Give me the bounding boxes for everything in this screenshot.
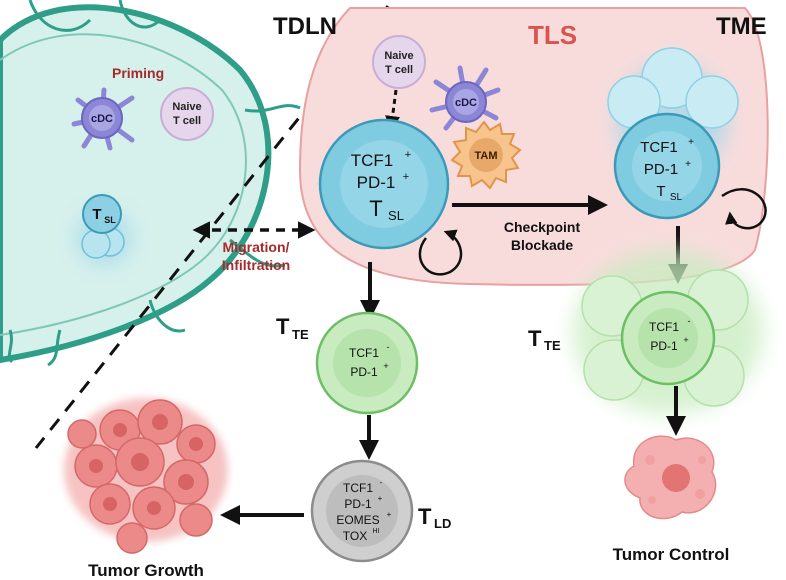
cdc-node-label: cDC bbox=[91, 113, 113, 125]
self-renewal-loop-tme bbox=[721, 188, 767, 230]
tte-center-label: T bbox=[276, 314, 290, 339]
svg-text:-: - bbox=[380, 478, 383, 487]
tsl-cluster-tme: TCF1 + PD-1 + T SL bbox=[607, 47, 739, 220]
checkpoint-label-1: Checkpoint bbox=[504, 219, 581, 235]
tte-tme-label: T bbox=[528, 326, 542, 351]
tme-label: TME bbox=[716, 13, 767, 40]
svg-text:+: + bbox=[688, 137, 694, 148]
lymph-node bbox=[0, 0, 301, 367]
svg-text:SL: SL bbox=[104, 215, 116, 225]
svg-text:-: - bbox=[387, 342, 390, 352]
tld-label: T bbox=[418, 504, 432, 529]
tam-cell: TAM bbox=[450, 120, 522, 190]
svg-text:TOX: TOX bbox=[343, 529, 367, 543]
svg-text:TCF1: TCF1 bbox=[640, 139, 678, 156]
svg-text:TCF1: TCF1 bbox=[343, 481, 373, 495]
svg-text:+: + bbox=[683, 335, 688, 345]
cdc-tls-label: cDC bbox=[455, 97, 477, 109]
migration-label-2: Infiltration bbox=[222, 257, 290, 273]
svg-text:+: + bbox=[378, 494, 383, 503]
checkpoint-label-2: Blockade bbox=[511, 237, 573, 253]
tumor-control-mass bbox=[624, 435, 717, 520]
tte-cluster-tme: TCF1 - PD-1 + bbox=[573, 250, 763, 414]
tsl-cluster-node: T SL bbox=[78, 194, 130, 264]
svg-text:TCF1: TCF1 bbox=[349, 346, 379, 360]
tls-label: TLS bbox=[528, 20, 577, 50]
tte-cell-center: TCF1 - PD-1 + bbox=[315, 311, 419, 415]
svg-text:LD: LD bbox=[434, 516, 451, 531]
svg-text:+: + bbox=[685, 159, 691, 170]
svg-text:PD-1: PD-1 bbox=[644, 161, 678, 178]
svg-text:TE: TE bbox=[544, 338, 561, 353]
svg-text:EOMES: EOMES bbox=[336, 513, 379, 527]
naive-t-cell-tls: Naive T cell bbox=[372, 35, 426, 89]
svg-text:HI: HI bbox=[373, 528, 380, 535]
tld-cell: TCF1 - PD-1 + EOMES + TOX HI bbox=[310, 459, 414, 563]
tdln-label: TDLN bbox=[273, 13, 337, 40]
svg-text:T: T bbox=[92, 206, 101, 223]
svg-text:PD-1: PD-1 bbox=[650, 339, 678, 353]
tsl-cell-tls: TCF1 + PD-1 + T SL bbox=[318, 118, 450, 250]
svg-text:T: T bbox=[656, 183, 665, 200]
cdc-cell-tls: cDC bbox=[429, 65, 501, 131]
migration-label-1: Migration/ bbox=[223, 239, 290, 255]
svg-text:T: T bbox=[369, 196, 382, 221]
svg-text:PD-1: PD-1 bbox=[350, 365, 378, 379]
svg-text:+: + bbox=[403, 171, 409, 183]
svg-text:SL: SL bbox=[388, 208, 404, 223]
svg-text:Naive: Naive bbox=[172, 101, 201, 113]
svg-text:-: - bbox=[688, 316, 691, 326]
svg-text:PD-1: PD-1 bbox=[357, 173, 396, 192]
svg-text:Naive: Naive bbox=[384, 50, 413, 62]
svg-text:PD-1: PD-1 bbox=[344, 497, 372, 511]
self-renewal-loop-tls bbox=[418, 229, 463, 276]
svg-text:+: + bbox=[383, 361, 388, 371]
tumor-growth-label: Tumor Growth bbox=[88, 561, 204, 580]
tam-label: TAM bbox=[474, 150, 497, 162]
svg-text:T cell: T cell bbox=[173, 115, 201, 127]
tumor-control-label: Tumor Control bbox=[613, 545, 730, 564]
svg-text:+: + bbox=[405, 149, 411, 161]
svg-text:+: + bbox=[387, 510, 392, 519]
svg-text:TCF1: TCF1 bbox=[649, 320, 679, 334]
svg-text:TCF1: TCF1 bbox=[351, 151, 394, 170]
naive-t-cell-node: Naive T cell bbox=[160, 87, 214, 141]
cdc-cell-node: cDC bbox=[71, 87, 135, 151]
svg-text:TE: TE bbox=[292, 327, 309, 342]
svg-text:SL: SL bbox=[670, 192, 683, 203]
svg-text:T cell: T cell bbox=[385, 64, 413, 76]
priming-label: Priming bbox=[112, 65, 164, 81]
tumor-growth-mass bbox=[64, 398, 228, 554]
